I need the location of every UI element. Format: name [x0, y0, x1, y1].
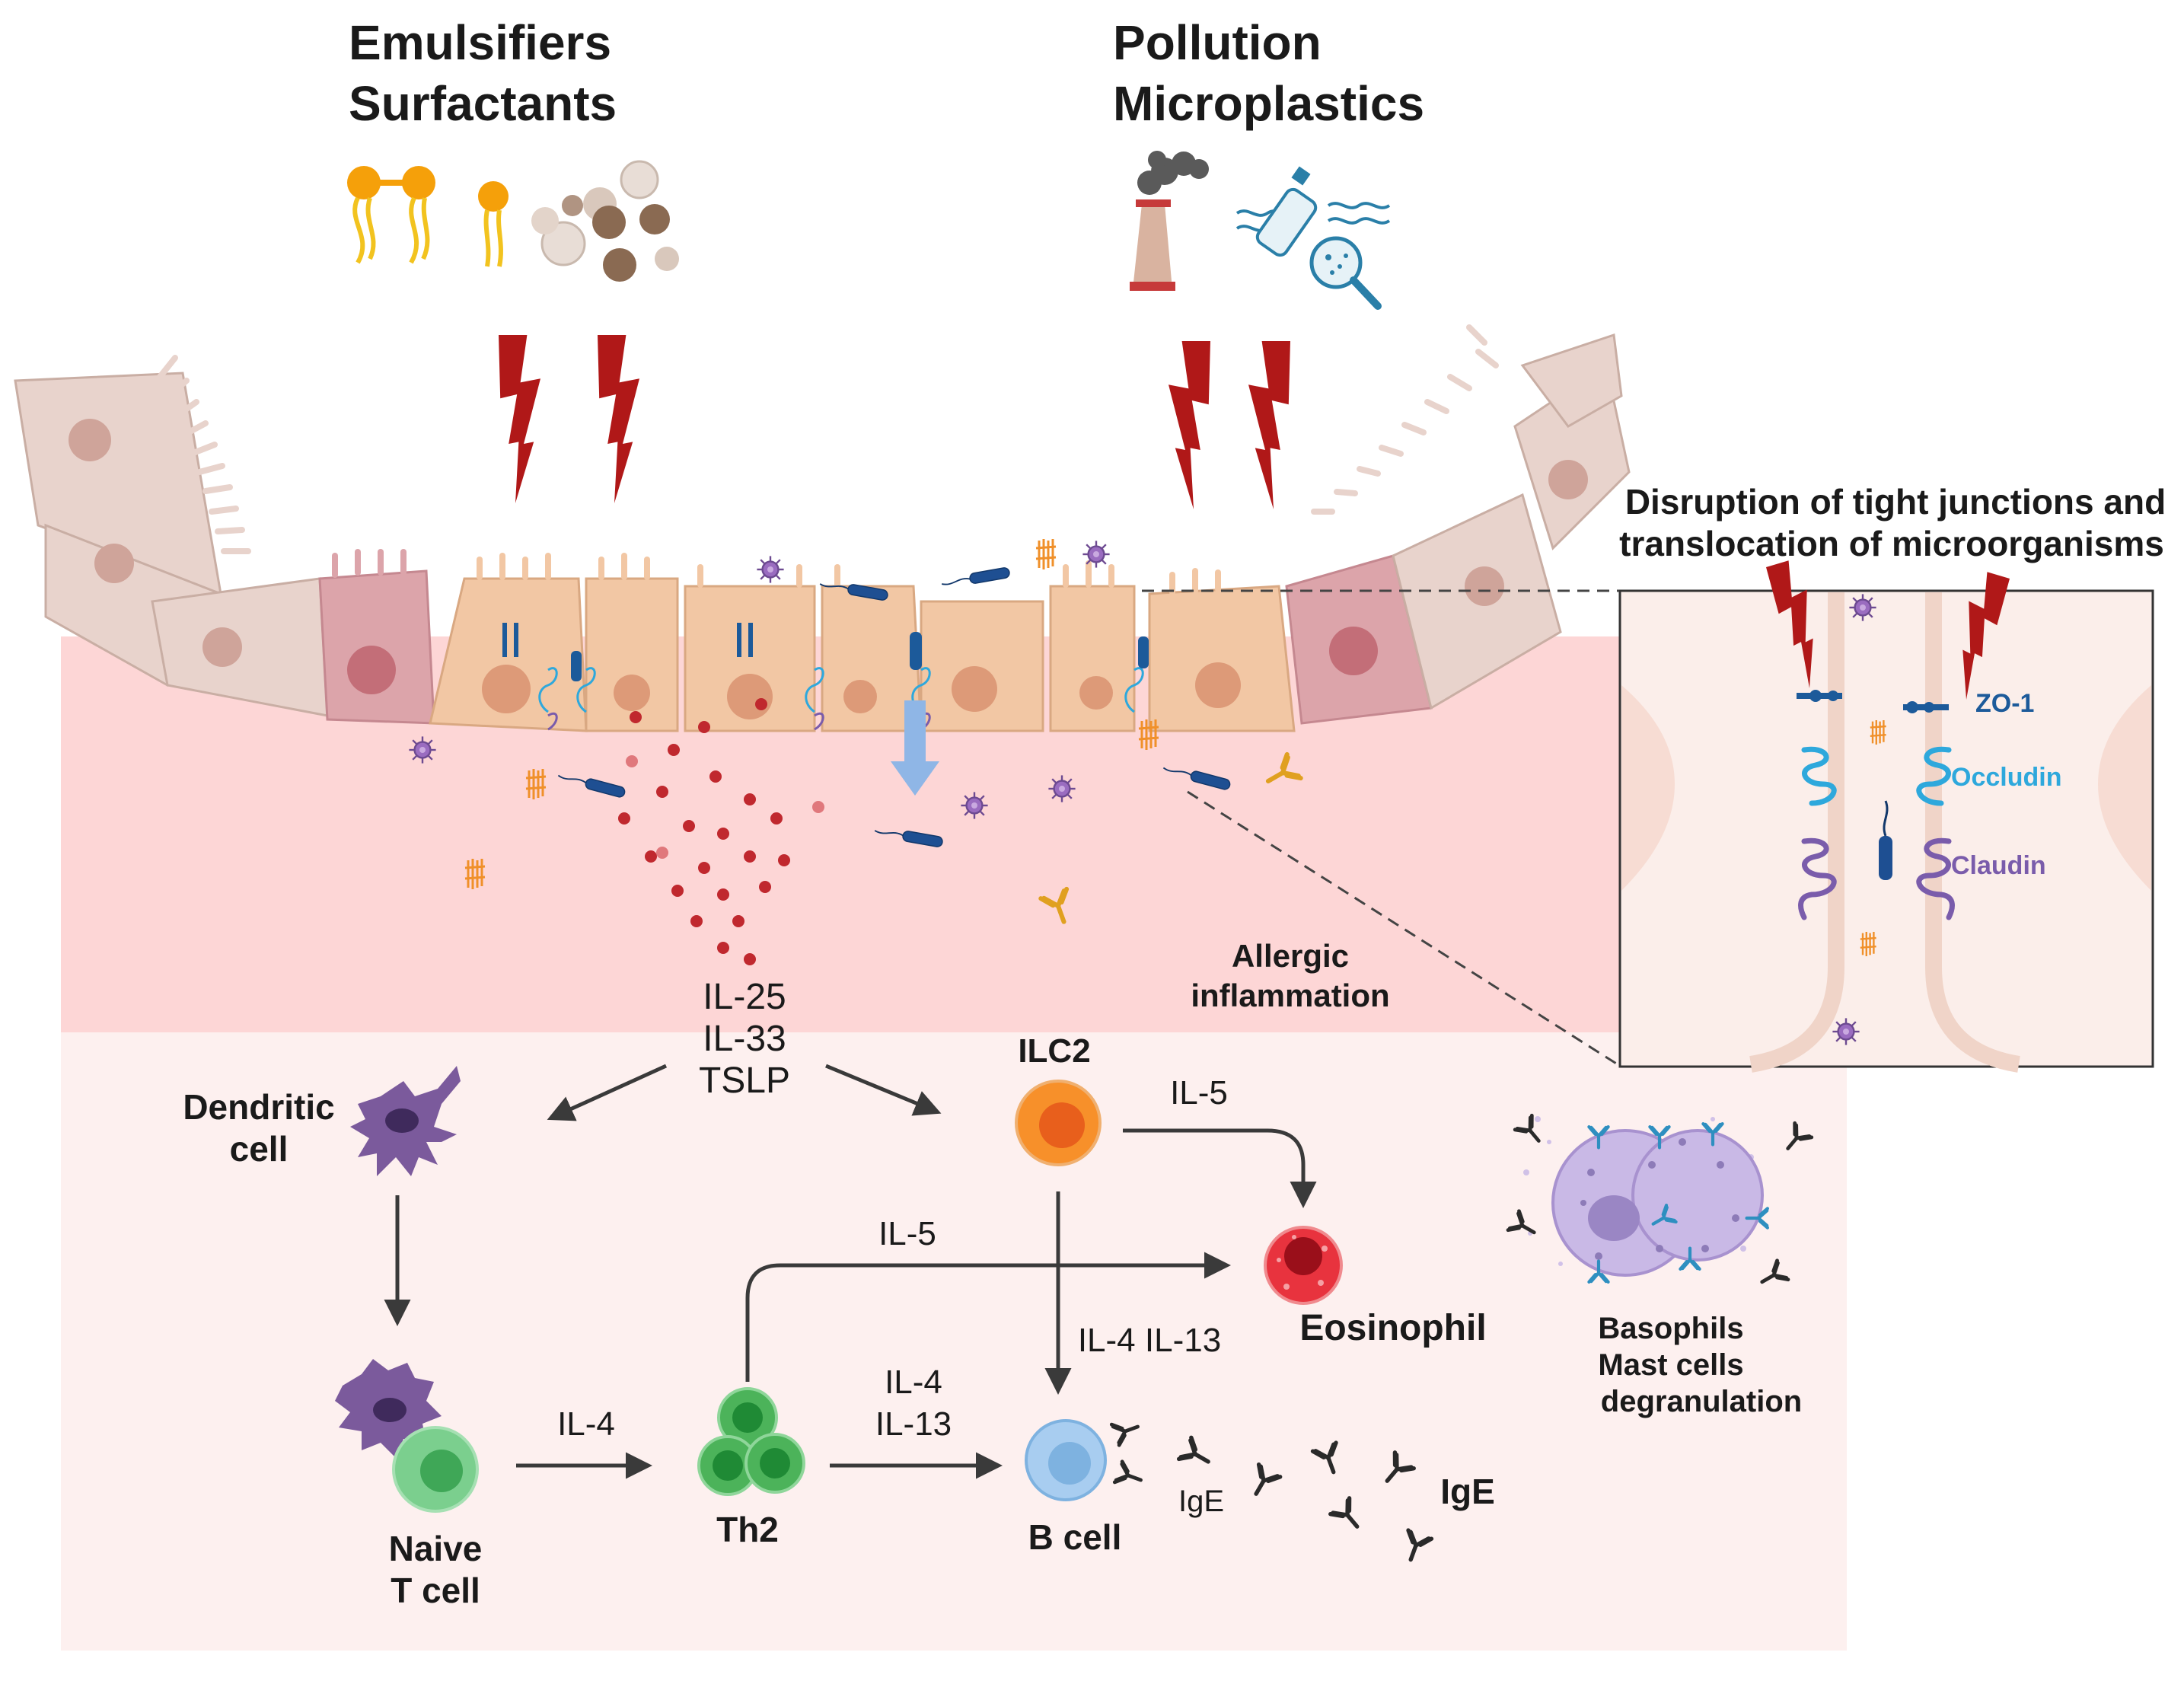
tj-title-line1: Disruption of tight junctions and [1625, 482, 2166, 522]
translocation-arrow [891, 700, 939, 796]
emulsifier-molecule-icon [347, 166, 509, 267]
naive-label-line2: T cell [391, 1571, 480, 1610]
claudin-label: Claudin [1951, 851, 2046, 880]
il4-b-label: IL-4 [885, 1364, 942, 1401]
heading-microplastics: Microplastics [1113, 76, 1424, 131]
il13-b-label: IL-13 [875, 1405, 952, 1443]
dendritic-label-line1: Dendritic [183, 1087, 334, 1127]
allergic-label-line2: inflammation [1191, 978, 1389, 1013]
lightning-icon [499, 335, 1290, 509]
il5-top-label: IL-5 [1170, 1074, 1228, 1112]
zoom-connector-lines [1142, 589, 1621, 1067]
magnifier-icon [1309, 236, 1382, 310]
cytokine-il33: IL-33 [703, 1019, 786, 1059]
immune-zone-band [61, 1032, 1847, 1651]
th2-cell-icon [697, 1387, 805, 1496]
th2-label: Th2 [716, 1510, 779, 1549]
cytokine-particles [618, 698, 824, 965]
il4-il13-vertical-label: IL-4 IL-13 [1078, 1322, 1221, 1359]
plastic-bottle-icon [1235, 166, 1391, 257]
tight-junction-inset [1618, 557, 2154, 1073]
basophil-mast-cell-icon [1508, 1115, 1812, 1291]
cytokine-il25: IL-25 [703, 977, 786, 1017]
heading-surfactants: Surfactants [349, 76, 617, 131]
ige-small-label: IgE [1178, 1485, 1224, 1518]
il4-label: IL-4 [557, 1405, 615, 1443]
epithelium-layer [14, 324, 1631, 732]
bcell-label: B cell [1028, 1517, 1122, 1557]
occludin-label: Occludin [1951, 763, 2061, 792]
ige-big-label: IgE [1440, 1472, 1495, 1511]
eosinophil-label: Eosinophil [1299, 1308, 1486, 1348]
zo1-label: ZO-1 [1975, 689, 2034, 718]
dendritic-cell-icon [350, 1066, 461, 1176]
baso-label-line2: Mast cells [1598, 1348, 1743, 1382]
dendritic-label-line2: cell [230, 1129, 289, 1169]
heading-emulsifiers: Emulsifiers [349, 15, 611, 70]
naive-label-line1: Naive [389, 1529, 483, 1568]
ilc2-label: ILC2 [1018, 1032, 1090, 1070]
heading-pollution: Pollution [1113, 15, 1322, 70]
cytokine-tslp: TSLP [699, 1061, 790, 1101]
il5-mid-label: IL-5 [878, 1215, 936, 1252]
tj-title-line2: translocation of microorganisms [1619, 524, 2164, 563]
baso-label-line3: degranulation [1601, 1385, 1802, 1418]
allergic-label-line1: Allergic [1232, 938, 1349, 974]
ilc2-cell-icon [1015, 1080, 1102, 1166]
nanoparticle-icon [531, 160, 679, 282]
baso-label-line1: Basophils [1598, 1312, 1743, 1345]
b-cell-icon [1025, 1416, 1144, 1501]
naive-t-cell-icon [335, 1359, 479, 1513]
pathway-arrows [384, 1064, 1317, 1479]
eosinophil-cell-icon [1264, 1226, 1343, 1305]
factory-smoke-icon [1130, 151, 1209, 291]
